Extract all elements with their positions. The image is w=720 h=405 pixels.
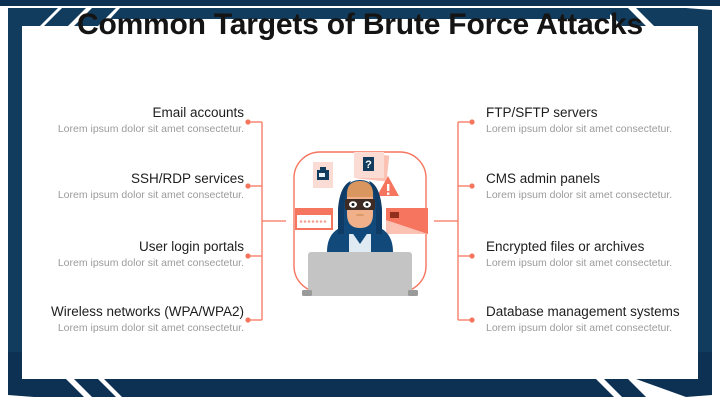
laptop-foot-left <box>302 290 312 296</box>
hacker-illustration: ? <box>286 148 434 296</box>
item-subtext: Lorem ipsum dolor sit amet consectetur. <box>486 257 673 269</box>
page-title: Common Targets of Brute Force Attacks <box>76 8 644 41</box>
item-subtext: Lorem ipsum dolor sit amet consectetur. <box>486 123 673 135</box>
frame-corner-bottom-right <box>636 352 712 397</box>
laptop-screen <box>308 252 412 296</box>
item-subtext: Lorem ipsum dolor sit amet consectetur. <box>486 189 673 201</box>
dot-right-1 <box>469 119 475 125</box>
item-heading: User login portals <box>138 239 244 254</box>
hood-shadow-right <box>369 181 382 234</box>
item-subtext: Lorem ipsum dolor sit amet consectetur. <box>57 189 244 201</box>
dot-right-4 <box>469 317 475 323</box>
item-heading: Encrypted files or archives <box>486 239 645 254</box>
item-heading: SSH/RDP services <box>130 171 244 186</box>
dot-left-3 <box>245 253 251 259</box>
document-question-icon: ? <box>354 152 390 182</box>
item-subtext: Lorem ipsum dolor sit amet consectetur. <box>57 322 244 334</box>
list-item-right-1[interactable]: FTP/SFTP servers Lorem ipsum dolor sit a… <box>486 104 720 137</box>
dot-left-1 <box>245 119 251 125</box>
laptop-foot-right <box>408 290 418 296</box>
mouth <box>356 214 364 216</box>
list-item-right-2[interactable]: CMS admin panels Lorem ipsum dolor sit a… <box>486 170 720 203</box>
list-item-left-2[interactable]: SSH/RDP services Lorem ipsum dolor sit a… <box>8 170 244 203</box>
list-item-left-1[interactable]: Email accounts Lorem ipsum dolor sit ame… <box>8 104 244 137</box>
dot-left-2 <box>245 183 251 189</box>
item-heading: CMS admin panels <box>486 171 601 186</box>
list-item-left-3[interactable]: User login portals Lorem ipsum dolor sit… <box>8 238 244 271</box>
credit-card-icon <box>386 208 428 234</box>
item-heading: Email accounts <box>152 105 244 120</box>
dot-right-3 <box>469 253 475 259</box>
document-lock-icon <box>313 162 333 188</box>
item-subtext: Lorem ipsum dolor sit amet consectetur. <box>57 257 244 269</box>
dot-right-2 <box>469 183 475 189</box>
frame-bottom-long-bar <box>104 379 614 397</box>
list-item-left-4[interactable]: Wireless networks (WPA/WPA2) Lorem ipsum… <box>8 303 244 336</box>
item-heading: Wireless networks (WPA/WPA2) <box>50 304 244 319</box>
hood-shadow-left <box>338 181 351 234</box>
item-heading: Database management systems <box>486 304 680 319</box>
question-glyph: ? <box>365 159 372 171</box>
password-card-icon <box>295 208 333 230</box>
pupil-right <box>365 203 369 206</box>
list-item-right-4[interactable]: Database management systems Lorem ipsum … <box>486 303 720 336</box>
forehead-band <box>347 181 373 197</box>
frame-dash-bl-1 <box>74 379 116 397</box>
dot-left-4 <box>245 317 251 323</box>
laptop <box>302 252 418 296</box>
pupil-left <box>351 203 355 206</box>
item-heading: FTP/SFTP servers <box>486 105 598 120</box>
warning-triangle-icon <box>377 176 399 196</box>
frame-top-bar <box>0 0 720 6</box>
item-subtext: Lorem ipsum dolor sit amet consectetur. <box>486 322 673 334</box>
item-subtext: Lorem ipsum dolor sit amet consectetur. <box>57 123 244 135</box>
frame-dash-br-1 <box>604 379 646 397</box>
list-item-right-3[interactable]: Encrypted files or archives Lorem ipsum … <box>486 238 720 271</box>
frame-corner-bottom-left <box>8 352 84 397</box>
